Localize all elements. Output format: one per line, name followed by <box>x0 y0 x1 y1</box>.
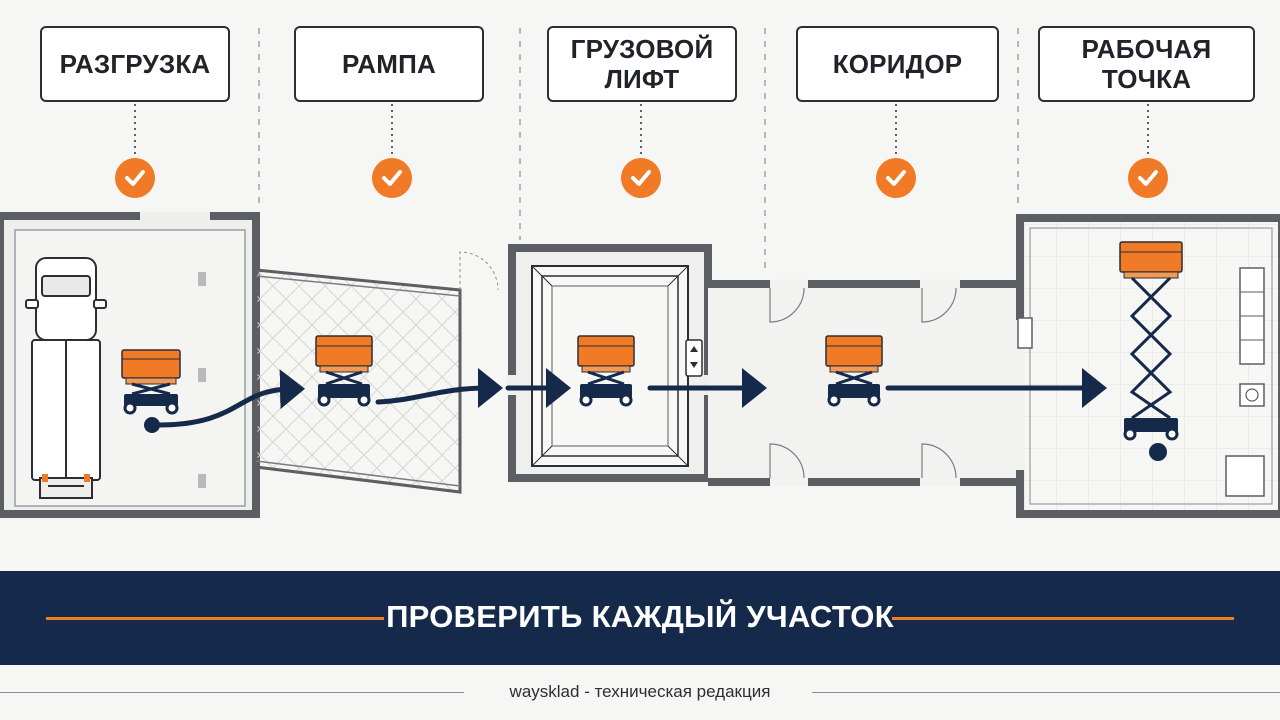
footer-rule-right <box>812 692 1280 693</box>
checkmark-circle-icon <box>621 158 661 198</box>
stage-label-work-point: РАБОЧАЯ ТОЧКА <box>1038 26 1255 102</box>
scissor-lift-raised-icon <box>1119 241 1183 441</box>
stage-label-freight-elevator: ГРУЗОВОЙ ЛИФТ <box>547 26 737 102</box>
elevator-call-panel-icon <box>685 339 703 377</box>
scissor-lift-icon <box>121 349 181 415</box>
banner-title: ПРОВЕРИТЬ КАЖДЫЙ УЧАСТОК <box>386 599 894 634</box>
stage-label-ramp: РАМПА <box>294 26 484 102</box>
floor-plan <box>0 28 1280 518</box>
banner: ПРОВЕРИТЬ КАЖДЫЙ УЧАСТОК <box>0 571 1280 665</box>
route-path <box>144 368 1167 461</box>
section-dividers <box>258 28 1019 270</box>
checkmark-circle-icon <box>876 158 916 198</box>
label-leaders <box>134 104 1149 156</box>
footer-credit: waysklad - техническая редакция <box>509 682 771 701</box>
footer-rule-left <box>0 692 464 693</box>
ramp <box>254 251 499 494</box>
scissor-lift-icon <box>315 335 373 407</box>
scissor-lift-icon <box>577 335 635 407</box>
stage-label-unloading: РАЗГРУЗКА <box>40 26 230 102</box>
checkmark-circle-icon <box>115 158 155 198</box>
checkmark-circle-icon <box>372 158 412 198</box>
banner-accent-line-left <box>46 617 384 620</box>
truck-icon <box>25 257 107 499</box>
banner-accent-line-right <box>892 617 1234 620</box>
scissor-lift-icon <box>825 335 883 407</box>
checkmark-circle-icon <box>1128 158 1168 198</box>
stage-label-corridor: КОРИДОР <box>796 26 999 102</box>
